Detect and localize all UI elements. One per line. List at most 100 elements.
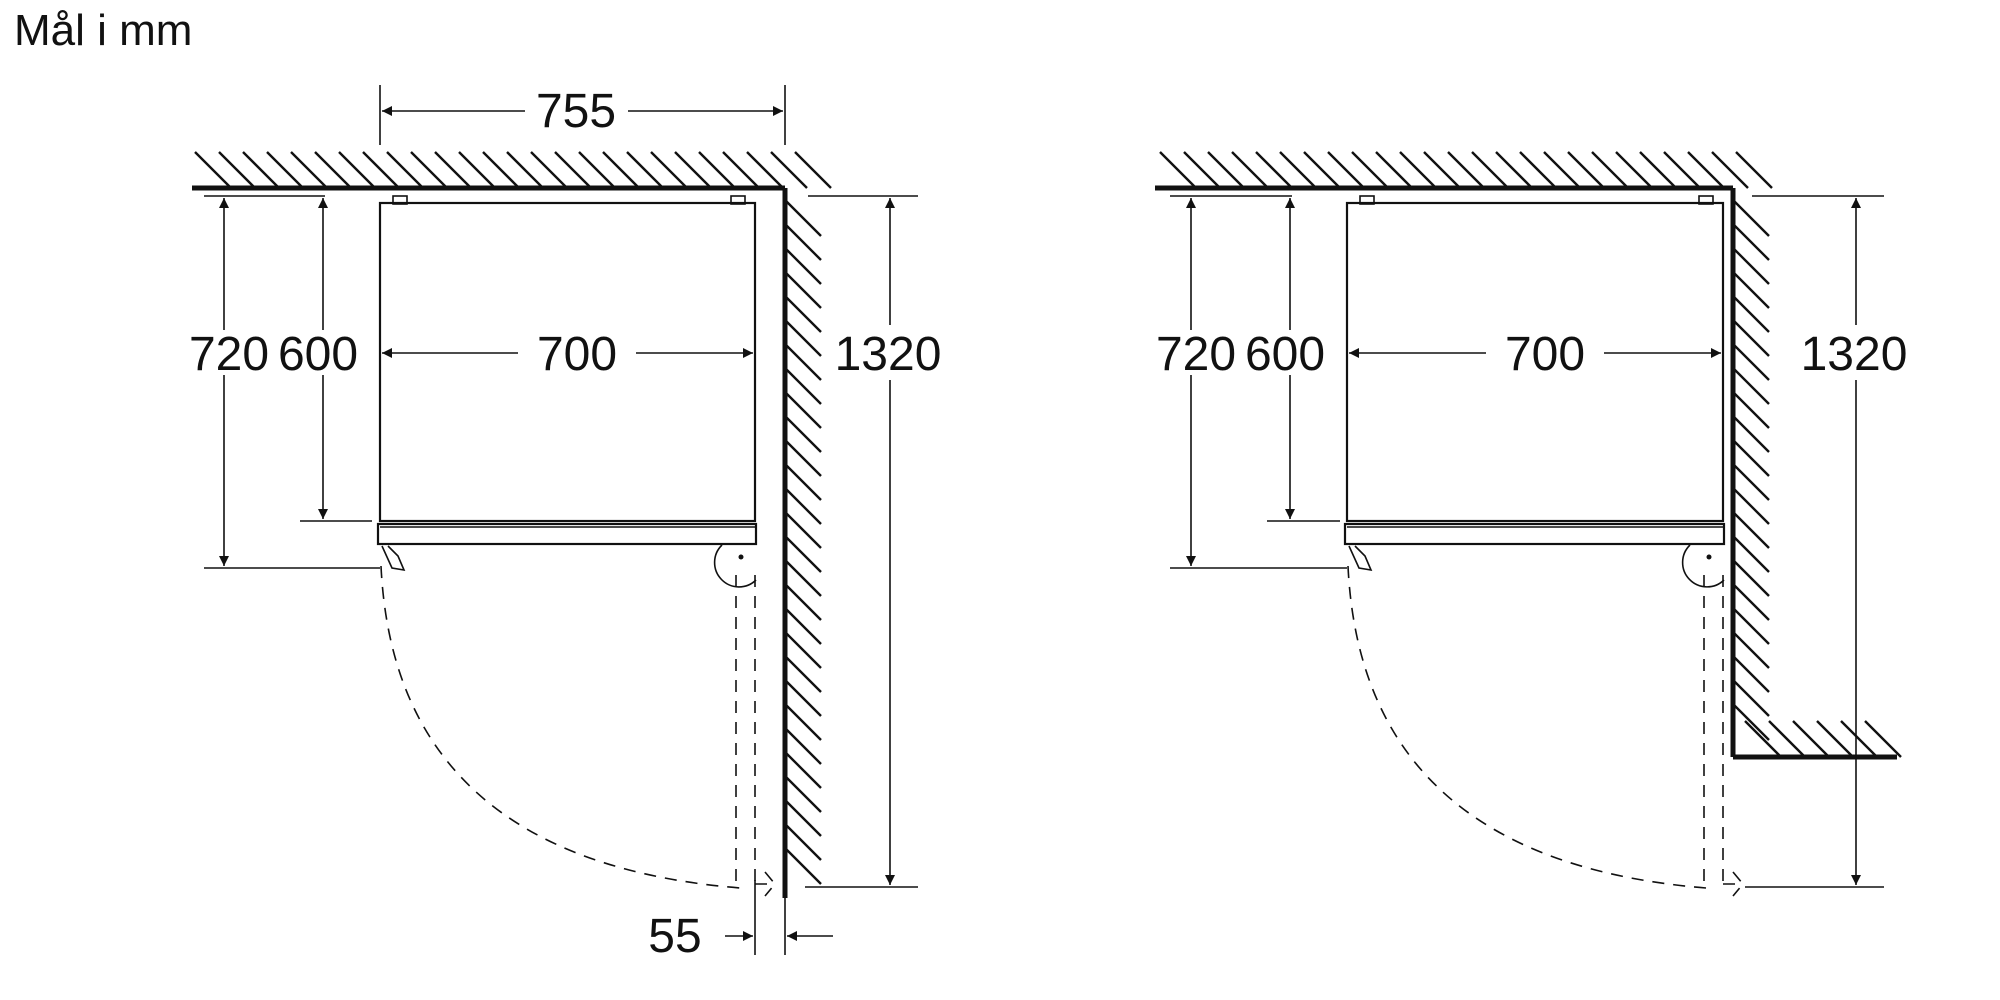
hatch-line [1231, 151, 1269, 189]
hatch-line [1732, 391, 1770, 429]
hatch-line [1303, 151, 1341, 189]
door-swing-arc-left [380, 565, 741, 889]
hatch-line [1519, 151, 1557, 189]
dim-600-label-right: 600 [1245, 328, 1325, 381]
hatch-line [314, 151, 352, 189]
dim-700-label: 700 [537, 328, 617, 381]
dim-600-label: 600 [278, 328, 358, 381]
hatch-line [410, 151, 448, 189]
right-wall-right [1730, 188, 1770, 757]
hatch-line [554, 151, 592, 189]
hatch-line [194, 151, 232, 189]
hatch-line [1864, 720, 1902, 758]
hatch-line [1732, 319, 1770, 357]
hatch-line [506, 151, 544, 189]
hatch-line [784, 511, 822, 549]
appliance-door-left [376, 522, 758, 546]
hatch-line [1687, 151, 1725, 189]
hatch-line [784, 775, 822, 813]
right-wall-left [782, 188, 822, 898]
hatch-line [1732, 271, 1770, 309]
hatch-line [266, 151, 304, 189]
hatch-line [1732, 487, 1770, 525]
hatch-line [784, 319, 822, 357]
hatch-line [1471, 151, 1509, 189]
hatch-line [784, 463, 822, 501]
hatch-line [1744, 720, 1782, 758]
hatch-line [784, 295, 822, 333]
hatch-line [784, 535, 822, 573]
hatch-line [1327, 151, 1365, 189]
hatch-line [698, 151, 736, 189]
hatch-line [218, 151, 256, 189]
hatch-line [1732, 679, 1770, 717]
hatch-line [784, 727, 822, 765]
hatch-line [1591, 151, 1629, 189]
hatch-line [1543, 151, 1581, 189]
dim-755-label: 755 [536, 85, 616, 138]
dim-55-label: 55 [648, 910, 701, 963]
hatch-line [1567, 151, 1605, 189]
handle-left [381, 545, 406, 572]
hatch-line [1732, 343, 1770, 381]
hatch-line [1375, 151, 1413, 189]
dim-1320-label: 1320 [835, 328, 942, 381]
handle-right [1348, 545, 1373, 572]
hatch-line [784, 343, 822, 381]
hatch-line [784, 583, 822, 621]
hatch-line [1183, 151, 1221, 189]
hatch-line [1732, 223, 1770, 261]
hatch-line [1732, 247, 1770, 285]
hatch-line [784, 559, 822, 597]
hatch-line [626, 151, 664, 189]
hatch-line [1792, 720, 1830, 758]
dim-1320-label-right: 1320 [1801, 328, 1908, 381]
hatch-line [1840, 720, 1878, 758]
hatch-line [1615, 151, 1653, 189]
hatch-line [338, 151, 376, 189]
top-wall-left [192, 151, 832, 191]
hatch-line [578, 151, 616, 189]
hatch-line [784, 631, 822, 669]
hatch-line [784, 367, 822, 405]
hatch-line [1732, 199, 1770, 237]
hatch-line [482, 151, 520, 189]
hatch-line [784, 655, 822, 693]
page-title: Mål i mm [14, 6, 193, 55]
hatch-line [784, 199, 822, 237]
hatch-line [1732, 583, 1770, 621]
hatch-line [1735, 151, 1773, 189]
hatch-line [1732, 703, 1770, 741]
top-wall-right [1155, 151, 1773, 191]
hatch-line [290, 151, 328, 189]
hatch-line [784, 823, 822, 861]
dim-720-label: 720 [189, 328, 269, 381]
dim-720-label-right: 720 [1156, 328, 1236, 381]
hatch-line [1732, 439, 1770, 477]
hatch-line [1816, 720, 1854, 758]
hatch-line [784, 223, 822, 261]
hatch-line [770, 151, 808, 189]
hatch-line [1732, 511, 1770, 549]
hatch-line [784, 751, 822, 789]
dim-700-label-right: 700 [1505, 328, 1585, 381]
hatch-line [1711, 151, 1749, 189]
hatch-line [784, 847, 822, 885]
hatch-line [386, 151, 424, 189]
hatch-line [434, 151, 472, 189]
hatch-line [1732, 367, 1770, 405]
hatch-line [784, 703, 822, 741]
hatch-line [784, 247, 822, 285]
hatch-line [1279, 151, 1317, 189]
appliance-body-right [1345, 201, 1725, 523]
hatch-line [1423, 151, 1461, 189]
hatch-line [458, 151, 496, 189]
hatch-line [1663, 151, 1701, 189]
hatch-line [362, 151, 400, 189]
hatch-line [1447, 151, 1485, 189]
side-wall-bottom-right [1733, 720, 1902, 760]
hatch-line [1207, 151, 1245, 189]
diagram-right: 720 600 700 1320 [1155, 151, 1908, 897]
hatch-line [1351, 151, 1389, 189]
hatch-line [722, 151, 760, 189]
